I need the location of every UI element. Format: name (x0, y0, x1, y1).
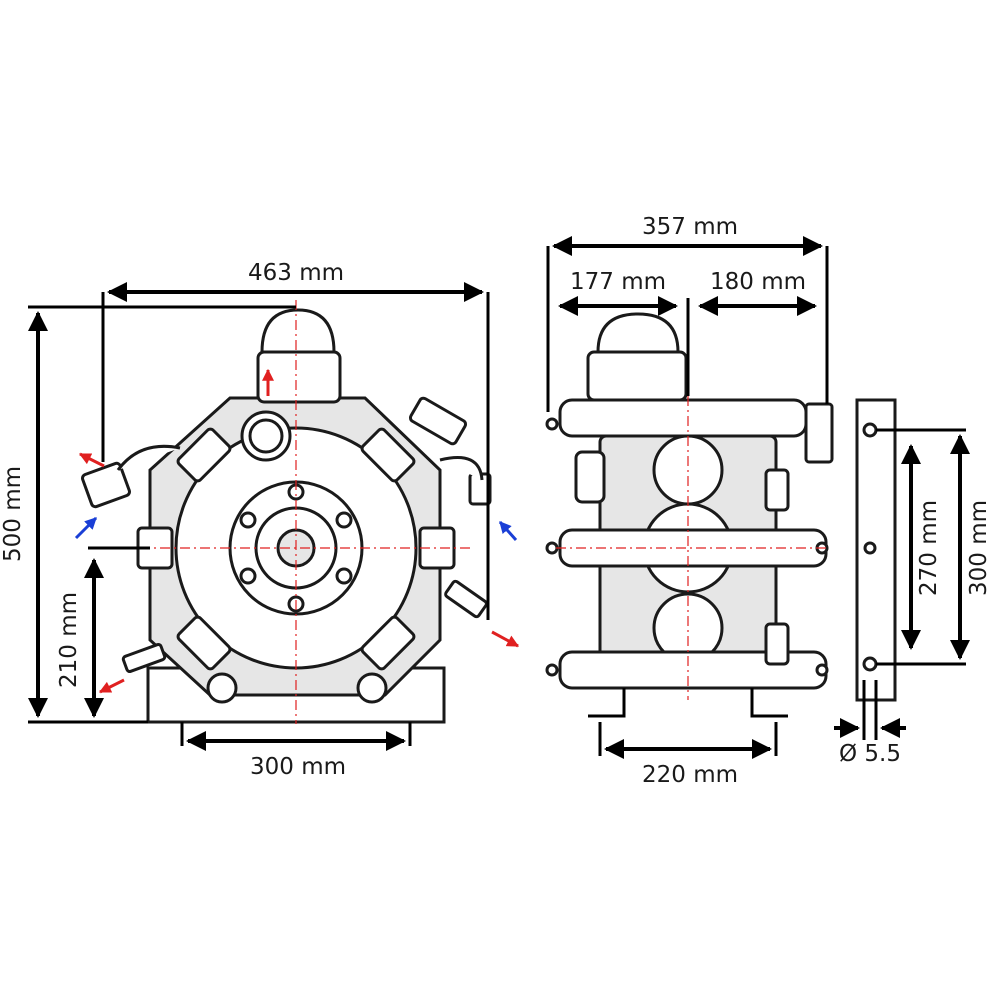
front-inlet-hose-left (116, 444, 181, 471)
side-bolt-1 (545, 417, 559, 431)
front-valve-bottom-left (121, 642, 167, 674)
front-bolt-5 (239, 567, 257, 585)
front-outlet-arrow-right (491, 630, 520, 648)
front-inlet-fitting-left (81, 461, 131, 509)
side-air-chamber-base (586, 350, 688, 402)
side-foot-right (750, 688, 788, 718)
bracket-hole-diameter-label: Ø 5.5 (839, 741, 901, 767)
side-foot-left (588, 688, 626, 718)
front-outlet-hose-right (439, 456, 484, 481)
bracket-outer-span-label: 300 mm (966, 500, 992, 596)
front-foot-right (356, 672, 388, 704)
front-base-width-label: 300 mm (250, 754, 346, 780)
side-bolt-5 (815, 663, 829, 677)
bracket-hole-center (863, 541, 877, 555)
side-bolt-3 (545, 663, 559, 677)
front-foot-left (206, 672, 238, 704)
front-pressure-gauge-face (248, 418, 284, 454)
front-valve-top-right (408, 396, 468, 446)
side-air-chamber-dome (596, 312, 680, 354)
front-shaft-height-label: 210 mm (56, 592, 82, 688)
side-left-depth-label: 177 mm (570, 269, 666, 295)
front-valve-bottom-right (444, 579, 488, 619)
side-right-depth-label: 180 mm (710, 269, 806, 295)
side-valve-right-bottom (764, 622, 790, 666)
bracket-hole-top (862, 422, 878, 438)
front-bolt-4 (335, 511, 353, 529)
side-feet-span-label: 220 mm (642, 762, 738, 788)
front-width-label: 463 mm (248, 260, 344, 286)
side-inlet-cylinder (574, 450, 606, 504)
front-height-label: 500 mm (0, 466, 26, 562)
bracket-hole-bottom (862, 656, 878, 672)
front-air-chamber-dome (260, 308, 336, 354)
front-inlet-arrow-right (498, 521, 518, 541)
front-head-top-right (360, 427, 416, 483)
front-inlet-arrow-left (74, 516, 98, 540)
front-head-top-left (176, 427, 232, 483)
side-bolt-2 (545, 541, 559, 555)
bracket-inner-span-label: 270 mm (916, 500, 942, 596)
front-air-chamber-base (256, 350, 342, 404)
front-view: 463 mm 500 mm 210 mm 300 mm (0, 260, 520, 780)
side-valve-right-top (764, 468, 790, 512)
side-top-manifold (558, 398, 808, 438)
front-bolt-3 (239, 511, 257, 529)
side-depth-label: 357 mm (642, 214, 738, 240)
front-outlet-arrow-bottom-left (98, 678, 125, 694)
front-outlet-arrow-left (78, 452, 105, 468)
front-head-bottom-left (176, 615, 232, 671)
front-head-bottom-right (360, 615, 416, 671)
side-view: 357 mm 177 mm 180 mm 220 mm (545, 214, 834, 788)
bracket-view: 270 mm 300 mm Ø 5.5 (834, 398, 992, 767)
side-outlet-flange (804, 402, 834, 464)
front-bolt-6 (335, 567, 353, 585)
